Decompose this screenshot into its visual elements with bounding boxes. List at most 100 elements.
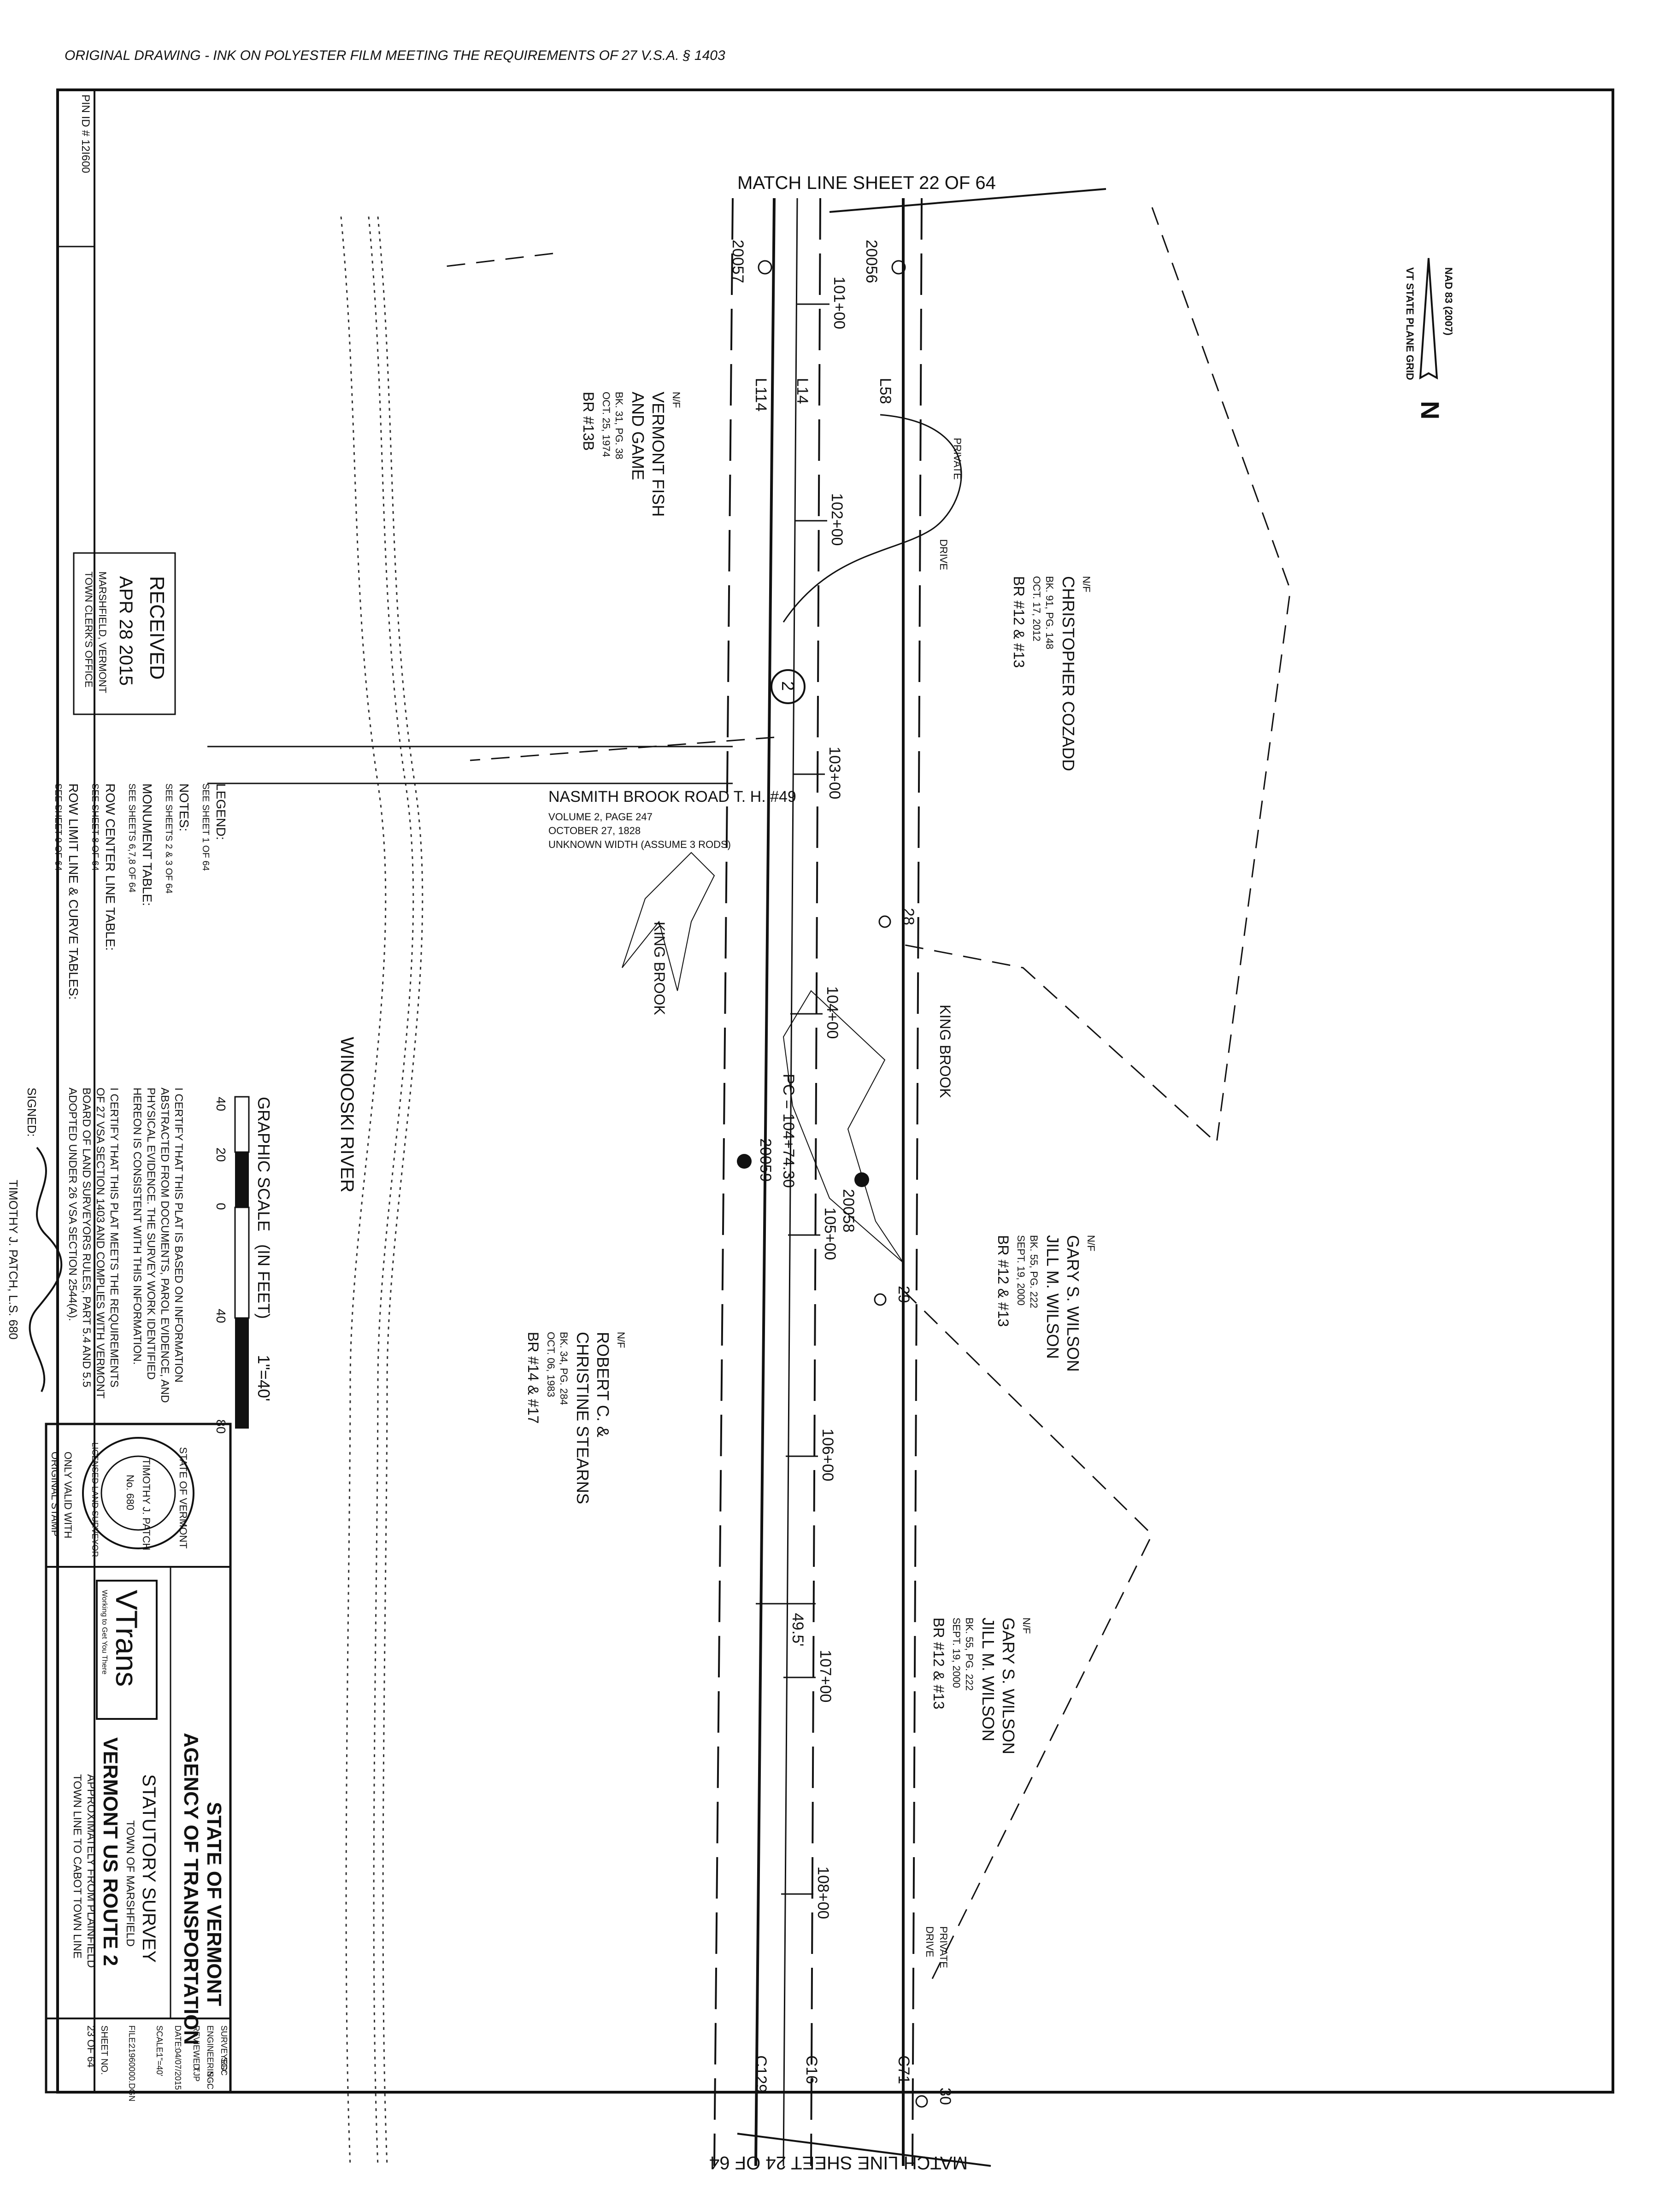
svg-text:GARY S. WILSON: GARY S. WILSON <box>999 1618 1018 1754</box>
station-ticks <box>781 303 830 1895</box>
parcel-vermont-fish-game: N/F VERMONT FISH AND GAME BK. 31, PG. 38… <box>580 392 682 517</box>
svg-text:OCT. 17, 2012: OCT. 17, 2012 <box>1031 576 1042 641</box>
winooski-river-label: WINOOSKI RIVER <box>337 1037 357 1193</box>
svg-text:HEREON IS CONSISTENT WITH THIS: HEREON IS CONSISTENT WITH THIS INFORMATI… <box>131 1088 143 1365</box>
svg-text:SHEET NO.: SHEET NO. <box>99 2025 109 2075</box>
road-date: OCTOBER 27, 1828 <box>548 825 641 836</box>
svg-text:STATE OF VERMONT: STATE OF VERMONT <box>177 1447 189 1548</box>
svg-text:GRAPHIC SCALE: GRAPHIC SCALE <box>254 1097 273 1231</box>
svg-text:JILL M. WILSON: JILL M. WILSON <box>979 1618 998 1741</box>
svg-text:ROBERT C. &: ROBERT C. & <box>594 1332 612 1437</box>
circle-number: 2 <box>778 681 797 691</box>
property-line-south <box>437 253 553 268</box>
title-desc1: APPROXIMATELY FROM PLAINFIELD <box>85 1774 97 1968</box>
station-108: 108+00 <box>814 1866 832 1919</box>
north-label: N <box>1416 401 1445 419</box>
svg-text:BR #13B: BR #13B <box>580 392 597 451</box>
svg-text:LEGEND:: LEGEND: <box>214 783 228 840</box>
drive-1-label: DRIVE <box>938 539 949 570</box>
svg-text:BR #12 & #13: BR #12 & #13 <box>1011 576 1027 668</box>
svg-text:23 OF 64: 23 OF 64 <box>85 2025 97 2068</box>
title-route: VERMONT US ROUTE 2 <box>99 1737 122 1966</box>
svg-text:I CERTIFY THAT THIS PLAT MEETS: I CERTIFY THAT THIS PLAT MEETS THE REQUI… <box>108 1088 120 1388</box>
svg-text:N/F: N/F <box>615 1332 627 1348</box>
svg-text:ENGINEERING:: ENGINEERING: <box>206 2025 215 2086</box>
svg-text:SEE SHEET 8 OF 64: SEE SHEET 8 OF 64 <box>90 783 100 871</box>
legend-block: LEGEND: SEE SHEET 1 OF 64 NOTES: SEE SHE… <box>53 783 228 1000</box>
signature <box>29 1147 63 1392</box>
nasmith-brook-road: NASMITH BROOK ROAD T. H. #49 VOLUME 2, P… <box>207 746 796 850</box>
match-line-bottom: MATCH LINE SHEET 24 OF 64 <box>709 2153 968 2173</box>
king-brook-west <box>622 852 715 991</box>
svg-text:I CERTIFY THAT THIS PLAT IS BA: I CERTIFY THAT THIS PLAT IS BASED ON INF… <box>172 1088 185 1382</box>
north-grid: VT STATE PLANE GRID <box>1404 267 1416 380</box>
svg-text:CHRISTOPHER COZADD: CHRISTOPHER COZADD <box>1059 576 1078 771</box>
drawing-rotated: 101+00 102+00 103+00 104+00 105+00 106+0… <box>73 173 1454 2173</box>
king-brook-east-label: KING BROOK <box>937 1005 953 1098</box>
vtrans-logo: VTrans Working to Get You There <box>96 1580 158 1720</box>
station-106: 106+00 <box>819 1429 836 1481</box>
svg-text:REVIEWED:: REVIEWED: <box>192 2025 201 2072</box>
point-20056: 20056 <box>863 240 880 283</box>
graphic-scale: GRAPHIC SCALE (IN FEET) 1"=40' 40 20 0 4… <box>214 1096 273 1434</box>
station-105: 105+00 <box>821 1207 839 1260</box>
svg-text:OCT. 25, 1974: OCT. 25, 1974 <box>600 392 612 457</box>
svg-text:ROW LIMIT LINE & CURVE TABLES:: ROW LIMIT LINE & CURVE TABLES: <box>66 783 81 1000</box>
private-drive-1-label: PRIVATE <box>952 438 963 480</box>
point-28: 28 <box>900 908 917 925</box>
surveyor-seal: STATE OF VERMONT TIMOTHY J. PATCH No. 68… <box>49 1437 194 1557</box>
svg-text:20: 20 <box>214 1147 228 1162</box>
svg-text:SURVEYED:: SURVEYED: <box>219 2025 229 2073</box>
svg-text:OF 27 VSA SECTION 1403 AND COM: OF 27 VSA SECTION 1403 AND COMPLIES WITH… <box>94 1088 106 1399</box>
point-29: 29 <box>895 1286 912 1303</box>
svg-text:MARSHFIELD, VERMONT: MARSHFIELD, VERMONT <box>97 571 108 693</box>
line-label-l14: L14 <box>794 378 811 404</box>
svg-text:BR #12 & #13: BR #12 & #13 <box>995 1235 1012 1327</box>
svg-text:BK. 91, PG. 148: BK. 91, PG. 148 <box>1044 576 1055 649</box>
parcel-wilson-1: N/F GARY S. WILSON JILL M. WILSON BK. 55… <box>995 1235 1097 1372</box>
svg-text:40: 40 <box>214 1309 228 1323</box>
station-103: 103+00 <box>826 747 843 799</box>
road-volume: VOLUME 2, PAGE 247 <box>548 811 653 823</box>
river-bank-north <box>377 216 424 2166</box>
svg-text:04/07/2015: 04/07/2015 <box>173 2048 182 2090</box>
private-drive-2-label: PRIVATE <box>938 1926 949 1968</box>
row-center-line <box>810 198 821 2166</box>
svg-text:LICENSED LAND SURVEYOR: LICENSED LAND SURVEYOR <box>90 1442 100 1557</box>
svg-text:SEE SHEETS 2 & 3 OF 64: SEE SHEETS 2 & 3 OF 64 <box>164 783 174 894</box>
monument-20057 <box>758 260 772 275</box>
parcel-stearns: N/F ROBERT C. & CHRISTINE STEARNS BK. 34… <box>525 1332 627 1504</box>
title-town: TOWN OF MARSHFIELD <box>124 1820 136 1947</box>
svg-text:BK. 55, PG. 222: BK. 55, PG. 222 <box>964 1618 975 1691</box>
svg-text:ONLY VALID WITH: ONLY VALID WITH <box>62 1452 74 1538</box>
svg-text:N/F: N/F <box>1021 1618 1032 1634</box>
north-datum: NAD 83 (2007) <box>1443 267 1454 335</box>
drive-2-label: DRIVE <box>924 1926 935 1957</box>
header-note: ORIGINAL DRAWING - INK ON POLYESTER FILM… <box>65 48 725 63</box>
svg-text:OCT. 06, 1983: OCT. 06, 1983 <box>545 1332 557 1397</box>
monument-20058 <box>854 1172 869 1187</box>
svg-text:VTrans: VTrans <box>110 1590 144 1687</box>
svg-text:BR #14 & #17: BR #14 & #17 <box>525 1332 541 1424</box>
monument-30 <box>915 2095 928 2108</box>
svg-text:N/F: N/F <box>671 392 682 408</box>
point-30: 30 <box>936 2088 954 2105</box>
sheet-border <box>56 88 1614 2094</box>
svg-text:ADOPTED UNDER 26 VSA SECTION 2: ADOPTED UNDER 26 VSA SECTION 2544(A). <box>66 1088 79 1321</box>
title-block: STATE OF VERMONT AGENCY OF TRANSPORTATIO… <box>71 1580 225 2045</box>
title-agency: AGENCY OF TRANSPORTATION <box>180 1733 202 2045</box>
svg-text:GARY S. WILSON: GARY S. WILSON <box>1064 1235 1082 1372</box>
svg-text:FILE:: FILE: <box>127 2025 136 2045</box>
svg-text:SEE SHEET 9 OF 64: SEE SHEET 9 OF 64 <box>53 783 63 871</box>
line-label-c16: C16 <box>803 2055 820 2084</box>
svg-text:SEE SHEETS 6,7,8 OF 64: SEE SHEETS 6,7,8 OF 64 <box>127 783 137 893</box>
svg-text:SGC: SGC <box>206 2071 215 2089</box>
svg-text:TJP: TJP <box>192 2067 201 2082</box>
svg-text:BK. 34, PG. 284: BK. 34, PG. 284 <box>558 1332 570 1405</box>
property-line-north <box>903 207 1291 1145</box>
svg-text:RECEIVED: RECEIVED <box>146 576 168 680</box>
svg-text:1"=40': 1"=40' <box>254 1355 273 1401</box>
line-label-c129: C129 <box>752 2055 770 2093</box>
north-arrow: N NAD 83 (2007) VT STATE PLANE GRID <box>1404 258 1454 419</box>
